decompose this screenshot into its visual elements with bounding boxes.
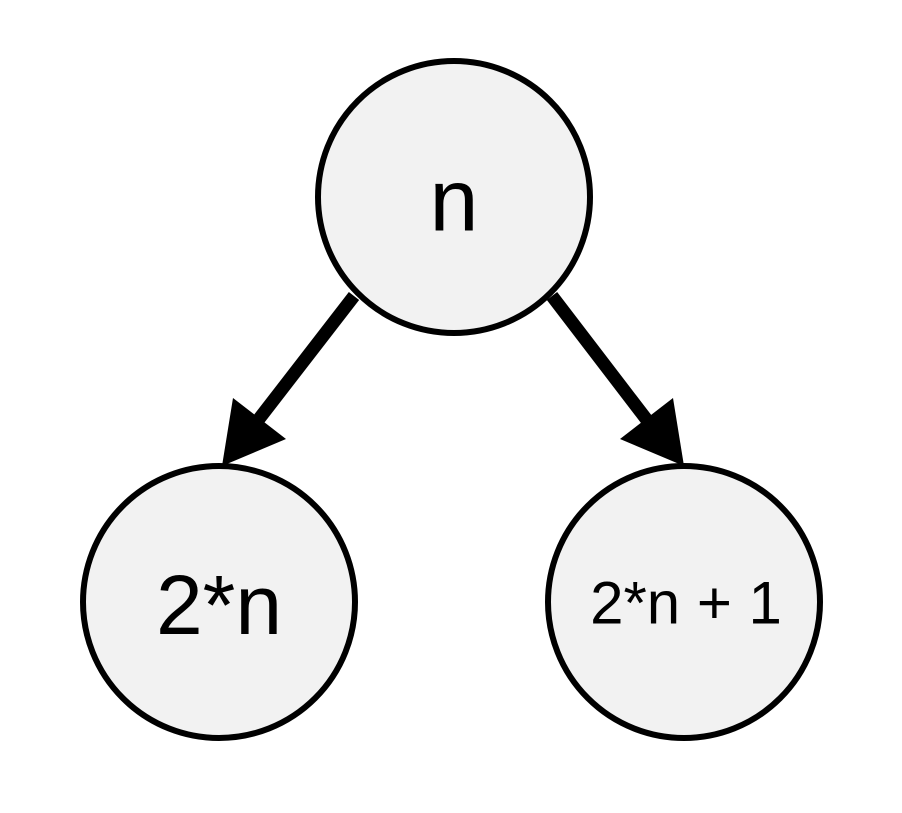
node-root-label: n	[430, 151, 479, 250]
node-root-circle	[315, 58, 593, 336]
edge-root-to-right	[546, 292, 684, 466]
arrow-head-left	[222, 398, 286, 466]
arrow-head-right	[620, 398, 684, 466]
node-left-child-circle	[80, 463, 358, 741]
edge-line-left	[246, 292, 360, 432]
node-right-child: 2*n + 1	[545, 463, 823, 741]
edge-root-to-left	[222, 292, 360, 466]
edge-line-right	[546, 292, 659, 432]
node-left-child-label: 2*n	[156, 558, 282, 652]
node-left-child: 2*n	[80, 463, 358, 741]
node-right-child-circle	[545, 463, 823, 741]
node-root: n	[315, 58, 593, 336]
node-right-child-label: 2*n + 1	[590, 570, 782, 637]
